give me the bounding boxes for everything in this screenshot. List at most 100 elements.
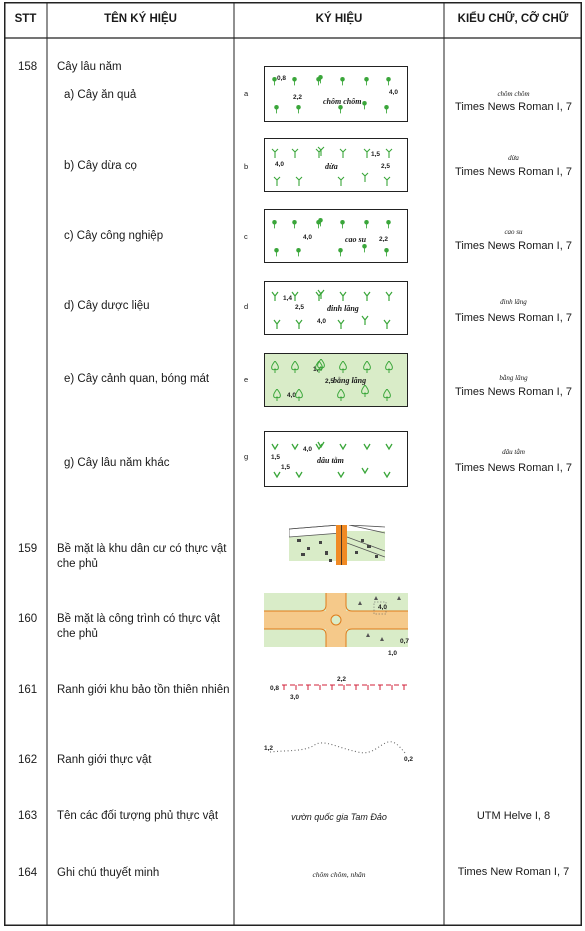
dim-label: 4,0 [287,392,297,399]
dim-label: 1,5 [281,464,291,471]
font-spec-163: UTM Helve I, 8 [476,810,551,822]
tree-icon [317,436,325,449]
item-label-a: a) Cây ăn quả [64,89,137,101]
tree-icon [315,438,323,451]
tree-icon [383,101,391,114]
dim-label: 2,5 [295,304,305,311]
item-letter-e: e [244,375,249,384]
tree-icon [385,288,393,301]
dim-label: 2,2 [293,94,303,101]
box-text: dâu tằm [317,456,344,465]
dim-label: 4,0 [389,89,399,96]
tree-icon [339,288,347,301]
item-label-e: e) Cây cảnh quan, bóng mát [64,373,210,385]
tree-icon [361,312,369,325]
symbol-box-other-perennial: dâu tằm 4,0 1,5 1,5 [264,431,408,487]
dim-label: 4,0 [378,604,388,611]
font-spec-b: Times News Roman I, 7 [455,166,572,178]
header-font: KIỂU CHỮ, CỠ CHỮ [457,13,569,25]
dim-label: 0,2 [404,756,414,763]
tree-icon [315,360,323,373]
dim-label: 4,0 [317,318,327,325]
item-label-d: d) Cây dược liệu [64,300,150,312]
row-160-title: Bề mặt là công trình có thực vật che phủ [57,613,221,640]
tree-icon [337,388,345,401]
tree-icon [291,360,299,373]
tree-icon [271,438,279,451]
item-letter-g: g [244,452,249,461]
tree-icon [383,316,391,329]
font-spec-c: Times News Roman I, 7 [455,240,572,252]
tree-icon [385,145,393,158]
row-161-title: Ranh giới khu bảo tồn thiên nhiên [57,684,230,696]
tree-icon [271,360,279,373]
tree-icon [361,169,369,182]
tree-icon [363,145,371,158]
dim-label: 2,5 [325,378,335,385]
font-sample-g: dâu tằm [502,448,525,456]
dim-label: 1,0 [388,650,398,657]
tree-icon [361,384,369,397]
tree-icon [271,73,279,86]
tree-icon [291,145,299,158]
tree-icon [295,316,303,329]
item-letter-b: b [244,162,249,171]
row-159-stt: 159 [18,543,38,555]
tree-icon [271,216,279,229]
dim-label: 2,5 [381,163,391,170]
header-stt: STT [14,13,37,25]
tree-icon [383,466,391,479]
tree-icon [291,438,299,451]
tree-icon [273,388,281,401]
settlement-vegetation-symbol [289,525,385,565]
box-text: đinh lăng [327,304,359,313]
row-158-title: Cây lâu năm [57,61,122,73]
table-grid [4,2,582,926]
tree-icon [361,462,369,475]
tree-icon [295,173,303,186]
tree-icon [317,214,325,227]
font-sample-b: dừa [508,154,519,162]
tree-icon [337,316,345,329]
dim-label: 1,5 [271,454,281,461]
tree-icon [273,101,281,114]
tree-icon [273,316,281,329]
tree-icon [337,466,345,479]
tree-icon [383,388,391,401]
box-text: dừa [325,162,338,171]
structure-vegetation-symbol [264,593,408,647]
vegetation-boundary-line [269,741,407,755]
tree-icon [337,173,345,186]
font-spec-g: Times News Roman I, 7 [455,462,572,474]
font-spec-e: Times News Roman I, 7 [455,386,572,398]
tree-icon [363,438,371,451]
dim-label: 0,8 [270,685,280,692]
tree-icon [295,466,303,479]
item-label-b: b) Cây dừa cọ [64,160,137,172]
tree-icon [361,240,369,253]
row-160-stt: 160 [18,613,38,625]
tree-icon [363,73,371,86]
row-159-title: Bề mặt là khu dân cư có thực vật che phủ [57,543,227,570]
tree-icon [273,466,281,479]
tree-icon [363,288,371,301]
symbol-box-medicinal-tree: đinh lăng 1,4 2,5 4,0 [264,281,408,335]
box-text: bằng lăng [333,376,367,385]
row-164-stt: 164 [18,867,38,879]
tree-icon [383,244,391,257]
row-162-title: Ranh giới thực vật [57,754,152,766]
header-symbol: KÝ HIỆU [315,13,363,25]
dim-label: 4,0 [303,446,313,453]
tree-icon [295,244,303,257]
dim-label: 1,5 [371,151,381,158]
row-163-stt: 163 [18,810,38,822]
tree-icon [317,71,325,84]
item-letter-a: a [244,89,249,98]
tree-icon [385,73,393,86]
tree-icon [273,244,281,257]
tree-icon [339,73,347,86]
item-label-c: c) Cây công nghiệp [64,230,164,242]
tree-icon [273,173,281,186]
symbol-box-shade-tree: bằng lăng 1,4 2,5 4,0 [264,353,408,407]
row-161-stt: 161 [18,684,38,696]
